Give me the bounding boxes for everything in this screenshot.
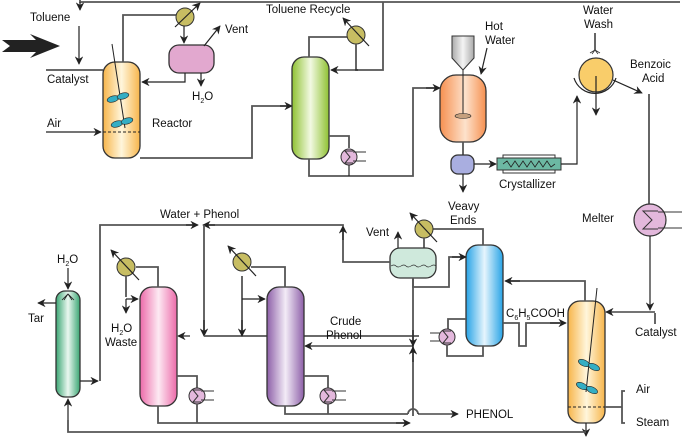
label-benzoic-acid-formula: C6H5COOH xyxy=(506,308,565,322)
agitator-shaft-2 xyxy=(585,287,598,393)
label-hot-water-2: Water xyxy=(485,35,515,47)
impeller-icon xyxy=(106,92,134,128)
label-water-wash-2: Wash xyxy=(584,19,613,31)
column-bottoms-line xyxy=(308,87,436,177)
condenser-icon[interactable] xyxy=(227,245,257,277)
label-crude-2: Phenol xyxy=(326,330,362,342)
condenser-icon[interactable] xyxy=(110,249,140,281)
phenol-product-line xyxy=(284,406,408,415)
label-benzoic-1: Benzoic xyxy=(630,59,671,71)
label-crude-1: Crude xyxy=(330,316,361,328)
label-waste: Waste xyxy=(105,337,137,349)
spray-nozzle-icon xyxy=(589,49,601,55)
scrubber[interactable] xyxy=(55,290,81,398)
reactor-separator[interactable] xyxy=(168,44,215,74)
filter-trough xyxy=(573,77,617,94)
acid-transfer-line xyxy=(503,322,560,347)
reboiler-icon[interactable] xyxy=(319,387,346,405)
separator-return-line xyxy=(141,73,186,87)
liquid-interface xyxy=(390,264,437,268)
spray-nozzle-icon xyxy=(61,293,75,301)
pink-overhead-line xyxy=(136,266,159,287)
extractor-impeller-icon xyxy=(454,113,472,119)
label-tar: Tar xyxy=(28,313,44,325)
reboiler-return-2 xyxy=(446,345,484,357)
impeller-icon xyxy=(576,358,600,395)
hot-water-pointer xyxy=(478,47,488,75)
label-water-phenol: Water + Phenol xyxy=(160,209,239,221)
label-reactor: Reactor xyxy=(152,118,192,130)
hot-water-hopper xyxy=(451,35,475,71)
label-toluene: Toluene xyxy=(30,12,70,24)
water-phenol-left-line xyxy=(99,224,196,381)
label-vent-top: Vent xyxy=(225,24,249,36)
water-phenol-right-line xyxy=(205,224,344,226)
column-overhead-2 xyxy=(432,228,484,245)
line-crossover xyxy=(407,408,419,415)
label-benzoic-2: Acid xyxy=(642,73,664,85)
feed-pump-drum[interactable] xyxy=(450,154,475,175)
oxidation-reactor[interactable] xyxy=(102,61,141,159)
label-hot-water-1: Hot xyxy=(485,21,504,33)
purple-reboiler-line xyxy=(304,375,329,388)
reboiler-line xyxy=(329,135,350,148)
pink-bottoms-line xyxy=(157,406,408,424)
label-heavy-ends-2: Ends xyxy=(450,215,476,227)
reboiler-icon[interactable] xyxy=(188,387,214,405)
phenol-column[interactable] xyxy=(266,286,305,407)
label-air-right: Air xyxy=(636,384,650,396)
reboiler-icon[interactable] xyxy=(340,148,366,166)
label-h2o-waste: H2O xyxy=(111,323,132,337)
coil-icon xyxy=(502,160,556,168)
melter[interactable] xyxy=(633,203,682,237)
reboiler-line-2 xyxy=(447,318,466,330)
label-steam: Steam xyxy=(636,417,669,429)
dehydration-column[interactable] xyxy=(139,286,178,407)
label-heavy-ends-1: Veavy xyxy=(448,201,480,213)
condenser-icon[interactable] xyxy=(342,17,370,47)
pink-reboiler-line xyxy=(177,375,198,388)
label-catalyst-right: Catalyst xyxy=(635,327,677,339)
vent-line-top xyxy=(203,25,221,47)
condenser-icon[interactable] xyxy=(409,212,438,243)
condenser-icon[interactable] xyxy=(174,2,201,28)
column-overhead-line xyxy=(308,36,347,57)
toluene-recycle-column[interactable] xyxy=(291,56,330,160)
label-h2o-left: H2O xyxy=(57,254,78,268)
benzoic-acid-line xyxy=(612,79,643,94)
reboiler-icon[interactable] xyxy=(430,328,456,346)
label-melter: Melter xyxy=(582,213,614,225)
decanter[interactable] xyxy=(389,247,437,279)
bottom-return-line xyxy=(67,420,586,433)
filter-feed-line xyxy=(561,95,582,165)
label-vent-mid: Vent xyxy=(366,227,390,239)
label-crystallizer: Crystallizer xyxy=(499,179,556,191)
feed-arrow-icon xyxy=(2,34,60,58)
toluene-recycle-line xyxy=(355,2,384,71)
purple-overhead-line xyxy=(251,266,286,287)
label-phenol-out: PHENOL xyxy=(466,409,514,421)
benzoic-column[interactable] xyxy=(465,244,504,347)
reactor-vapor-line xyxy=(122,14,176,62)
reactor-effluent-line xyxy=(140,105,290,159)
label-water-wash-1: Water xyxy=(583,5,613,17)
air-steam-bracket xyxy=(621,390,625,424)
reactor2-overhead xyxy=(510,280,586,301)
top-recycle-line xyxy=(79,0,680,3)
agitator-shaft xyxy=(111,43,126,129)
label-toluene-recycle: Toluene Recycle xyxy=(266,4,350,16)
label-h2o-top: H2O xyxy=(192,91,213,105)
label-air-top: Air xyxy=(47,118,61,130)
label-catalyst-top: Catalyst xyxy=(47,74,89,86)
